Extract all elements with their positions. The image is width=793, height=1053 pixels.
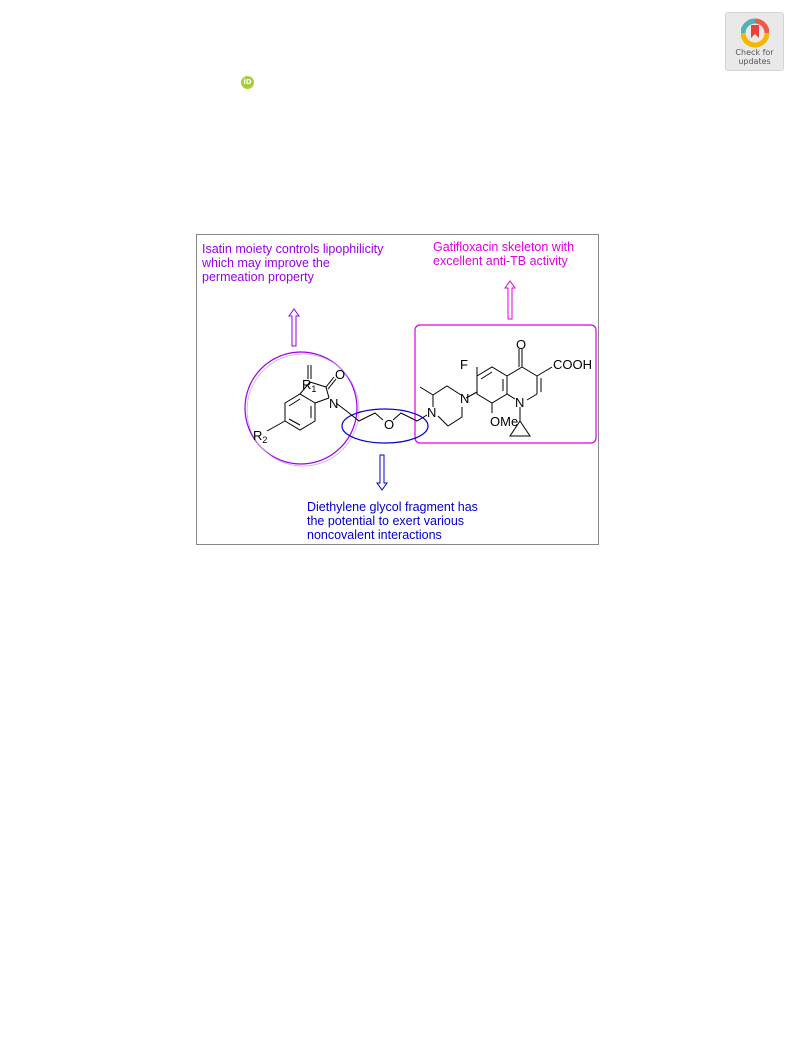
atom-piperazine-n1: N: [427, 405, 436, 420]
atom-acid: COOH: [553, 357, 592, 372]
isatin-highlight-circle: [244, 351, 358, 465]
atom-piperazine-n2: N: [460, 391, 469, 406]
isatin-highlight-shadow: [246, 353, 360, 467]
isatin-bonds: [266, 365, 350, 432]
piperazine-bonds: [419, 385, 478, 427]
quinolone-bonds: [476, 349, 553, 437]
graphical-abstract-figure: R1 O N R2 O N N F O COOH N OMe Isatin mo…: [196, 234, 599, 545]
atom-isatin-n: N: [329, 396, 338, 411]
check-for-updates-badge[interactable]: Check for updates: [725, 12, 784, 71]
diethylene-glycol-highlight-ellipse: [341, 408, 429, 444]
atom-quinolone-n: N: [515, 395, 524, 410]
atom-fluorine: F: [460, 357, 468, 372]
atom-methoxy: OMe: [490, 414, 518, 429]
orcid-icon[interactable]: iD: [241, 76, 254, 89]
isatin-annotation: Isatin moiety controls lipophilicity whi…: [202, 242, 384, 284]
diethylene-glycol-annotation: Diethylene glycol fragment has the poten…: [307, 500, 478, 542]
atom-r2: R2: [253, 428, 267, 445]
gatifloxacin-highlight-box: [414, 324, 597, 444]
gatifloxacin-arrow: [504, 280, 516, 320]
gatifloxacin-annotation: Gatifloxacin skeleton with excellent ant…: [433, 240, 575, 268]
molecule-scheme: R1 O N R2 O N N F O COOH N OMe: [244, 280, 597, 491]
check-for-updates-label: Check for updates: [735, 48, 774, 66]
atom-ether-o: O: [384, 417, 394, 432]
linker-bonds: [348, 412, 428, 422]
atom-r1: R1: [302, 377, 316, 394]
atom-keto-o: O: [516, 337, 526, 352]
atom-carbonyl-o: O: [335, 367, 345, 382]
isatin-arrow: [288, 308, 300, 347]
check-for-updates-icon: [741, 18, 769, 48]
diethylene-glycol-arrow: [376, 454, 388, 491]
